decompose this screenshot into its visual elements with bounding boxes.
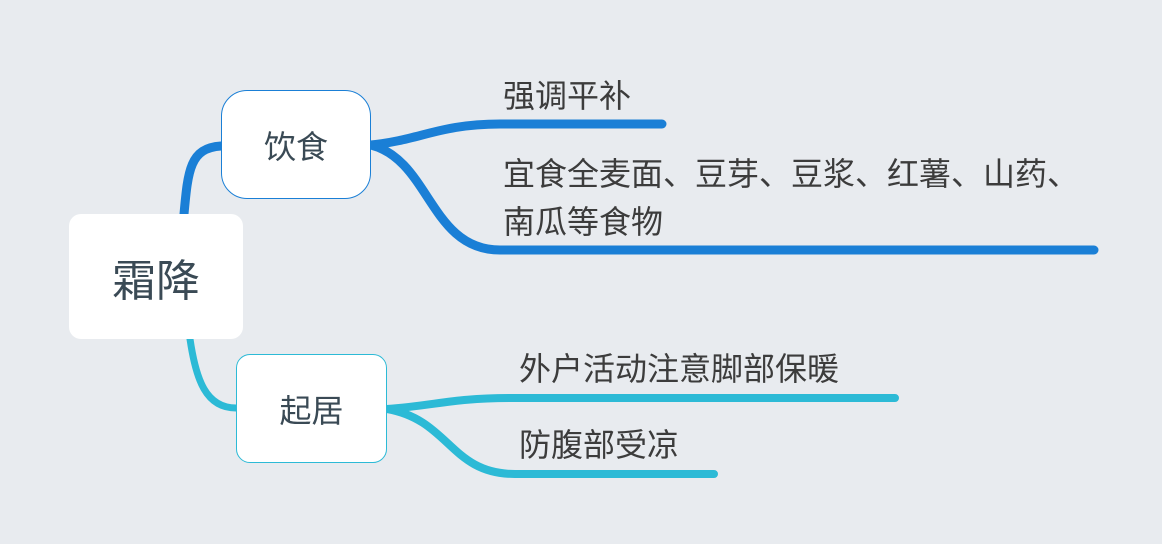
branch-topic-life[interactable]: 起居	[236, 354, 387, 463]
subtopic-balanced-tonic-label: 强调平补	[503, 77, 632, 115]
subtopic-balanced-tonic[interactable]: 强调平补	[503, 72, 631, 120]
subtopic-keep-feet-warm-label: 外户活动注意脚部保暖	[519, 350, 840, 388]
connector-life-leaf-2	[383, 405, 718, 478]
root-topic[interactable]: 霜降	[69, 214, 243, 339]
branch-topic-food-label: 饮食	[263, 127, 328, 166]
subtopic-keep-feet-warm[interactable]: 外户活动注意脚部保暖	[519, 345, 839, 393]
connector-food-leaf-2	[366, 140, 1099, 255]
branch-topic-life-label: 起居	[279, 391, 344, 430]
subtopic-recommended-foods[interactable]: 宜食全麦面、豆芽、豆浆、红薯、山药、南瓜等食物	[503, 150, 1093, 246]
root-topic-label: 霜降	[112, 255, 200, 307]
branch-topic-food[interactable]: 饮食	[221, 90, 371, 199]
subtopic-protect-abdomen[interactable]: 防腹部受凉	[519, 421, 679, 469]
connector-root-life	[186, 335, 240, 412]
connector-food-leaf-1	[366, 119, 667, 150]
connector-life-leaf-1	[383, 394, 899, 413]
subtopic-protect-abdomen-label: 防腹部受凉	[519, 426, 680, 464]
connector-root-food	[179, 141, 226, 219]
subtopic-recommended-foods-label: 宜食全麦面、豆芽、豆浆、红薯、山药、南瓜等食物	[503, 155, 1080, 241]
